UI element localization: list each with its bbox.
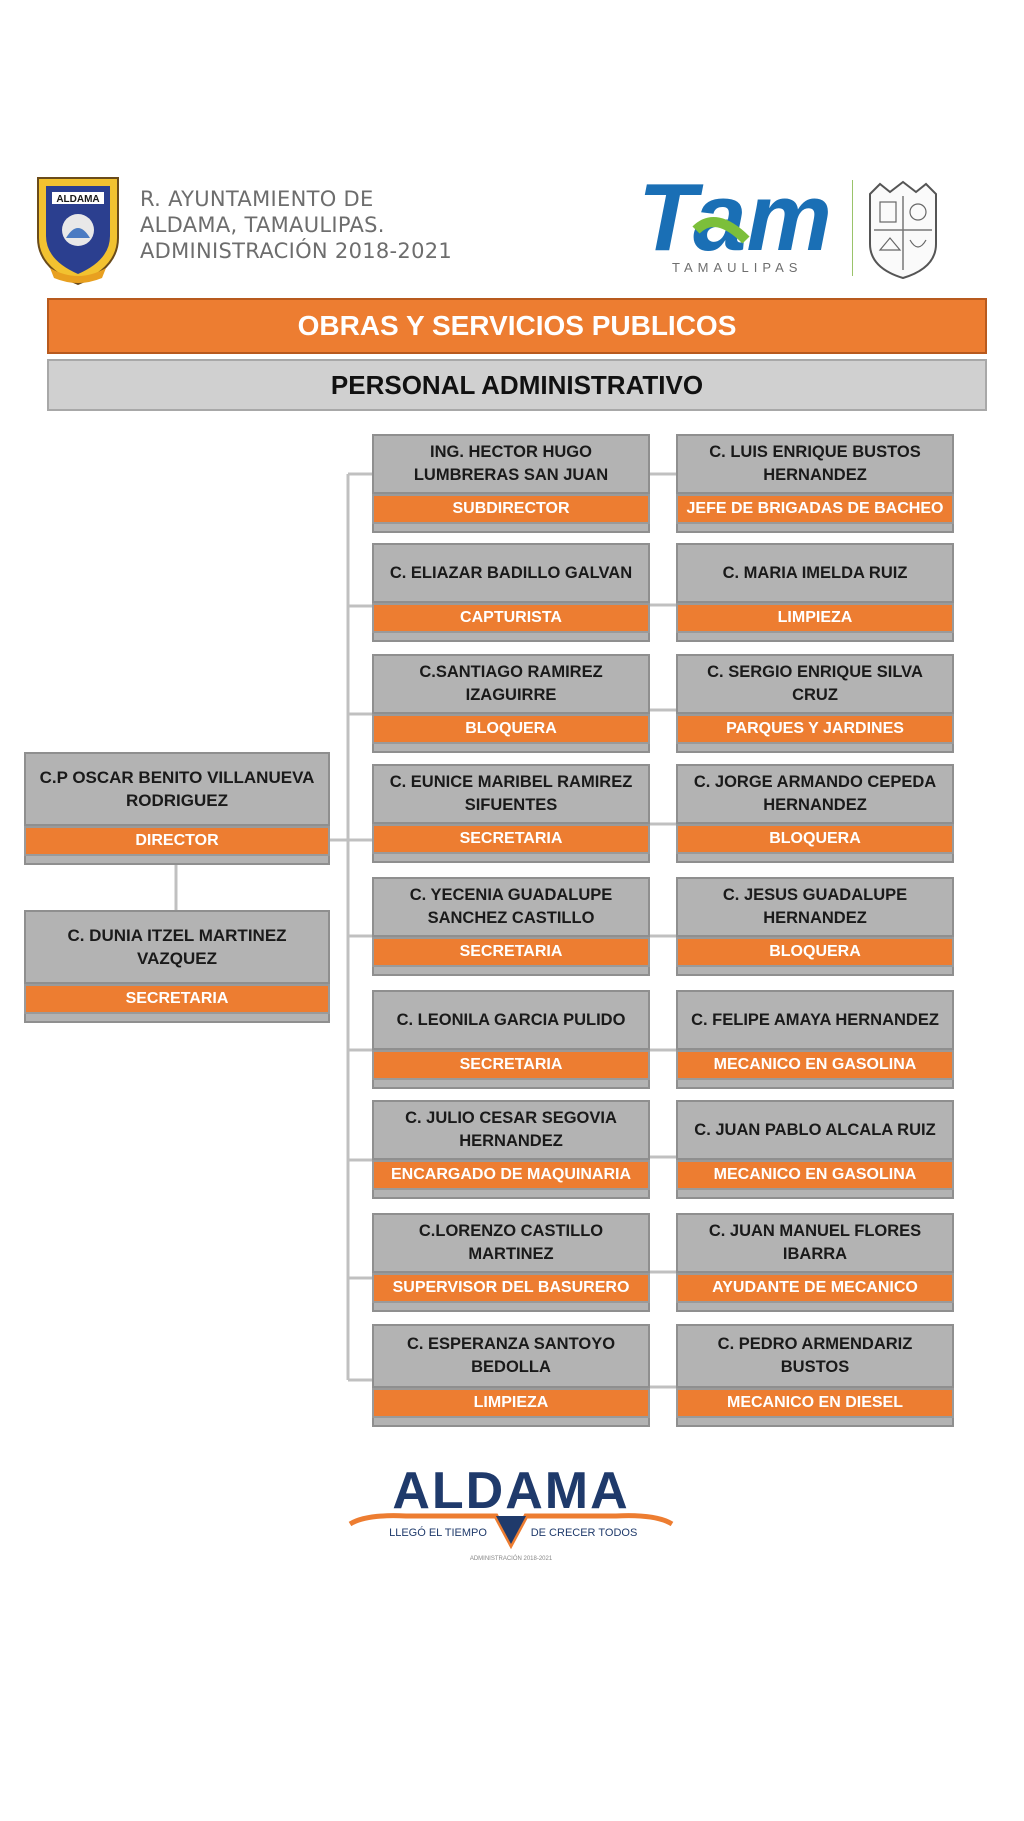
card-role: MECANICO EN DIESEL — [676, 1388, 954, 1418]
card-footer-bar — [676, 633, 954, 642]
card-footer-bar — [676, 1190, 954, 1199]
card-footer-bar — [676, 524, 954, 533]
footer-tagline-left: LLEGÓ EL TIEMPO — [389, 1526, 487, 1539]
org-card-director: C.P OSCAR BENITO VILLANUEVA RODRIGUEZ DI… — [24, 752, 330, 865]
card-role: SECRETARIA — [372, 937, 650, 967]
card-name: ING. HECTOR HUGO LUMBRERAS SAN JUAN — [372, 434, 650, 494]
card-role: MECANICO EN GASOLINA — [676, 1050, 954, 1080]
tamaulipas-coat-of-arms — [860, 180, 946, 280]
card-name: C. MARIA IMELDA RUIZ — [676, 543, 954, 603]
divider-line — [852, 180, 853, 276]
card-name: C. YECENIA GUADALUPE SANCHEZ CASTILLO — [372, 877, 650, 937]
org-card-right-1: C. LUIS ENRIQUE BUSTOS HERNANDEZ JEFE DE… — [676, 434, 954, 533]
card-name: C. JESUS GUADALUPE HERNANDEZ — [676, 877, 954, 937]
org-card-middle-9: C. ESPERANZA SANTOYO BEDOLLA LIMPIEZA — [372, 1324, 650, 1427]
card-footer-bar — [676, 744, 954, 753]
org-card-middle-3: C.SANTIAGO RAMIREZ IZAGUIRRE BLOQUERA — [372, 654, 650, 753]
card-role: LIMPIEZA — [676, 603, 954, 633]
card-footer-bar — [676, 1303, 954, 1312]
org-card-right-5: C. JESUS GUADALUPE HERNANDEZ BLOQUERA — [676, 877, 954, 976]
card-name: C. JUAN PABLO ALCALA RUIZ — [676, 1100, 954, 1160]
card-name: C. DUNIA ITZEL MARTINEZ VAZQUEZ — [24, 910, 330, 984]
card-role: SECRETARIA — [24, 984, 330, 1014]
org-card-right-9: C. PEDRO ARMENDARIZ BUSTOS MECANICO EN D… — [676, 1324, 954, 1427]
footer-tagline-right: DE CRECER TODOS — [531, 1527, 638, 1539]
tam-logo-sub: TAMAULIPAS — [672, 260, 802, 275]
card-footer-bar — [676, 1418, 954, 1427]
page-subtitle: PERSONAL ADMINISTRATIVO — [47, 359, 987, 411]
card-footer-bar — [372, 1303, 650, 1312]
card-role: SECRETARIA — [372, 1050, 650, 1080]
org-line-1: R. AYUNTAMIENTO DE — [140, 187, 374, 211]
org-card-middle-8: C.LORENZO CASTILLO MARTINEZ SUPERVISOR D… — [372, 1213, 650, 1312]
card-footer-bar — [372, 854, 650, 863]
org-line-2: ALDAMA, TAMAULIPAS. — [140, 213, 385, 237]
card-footer-bar — [372, 633, 650, 642]
org-card-director-secretary: C. DUNIA ITZEL MARTINEZ VAZQUEZ SECRETAR… — [24, 910, 330, 1023]
card-name: C. JORGE ARMANDO CEPEDA HERNANDEZ — [676, 764, 954, 824]
card-footer-bar — [676, 1080, 954, 1089]
org-card-right-7: C. JUAN PABLO ALCALA RUIZ MECANICO EN GA… — [676, 1100, 954, 1199]
card-role: SUBDIRECTOR — [372, 494, 650, 524]
card-footer-bar — [24, 1014, 330, 1023]
org-card-middle-7: C. JULIO CESAR SEGOVIA HERNANDEZ ENCARGA… — [372, 1100, 650, 1199]
card-name: C. JUAN MANUEL FLORES IBARRA — [676, 1213, 954, 1273]
card-name: C.SANTIAGO RAMIREZ IZAGUIRRE — [372, 654, 650, 714]
card-name: C.P OSCAR BENITO VILLANUEVA RODRIGUEZ — [24, 752, 330, 826]
card-footer-bar — [676, 854, 954, 863]
card-footer-bar — [24, 856, 330, 865]
org-card-middle-1: ING. HECTOR HUGO LUMBRERAS SAN JUAN SUBD… — [372, 434, 650, 533]
card-name: C. PEDRO ARMENDARIZ BUSTOS — [676, 1324, 954, 1388]
aldama-footer-logo: ALDAMA LLEGÓ EL TIEMPO DE CRECER TODOS A… — [346, 1456, 676, 1566]
card-role: DIRECTOR — [24, 826, 330, 856]
org-card-middle-2: C. ELIAZAR BADILLO GALVAN CAPTURISTA — [372, 543, 650, 642]
card-role: SECRETARIA — [372, 824, 650, 854]
org-card-right-8: C. JUAN MANUEL FLORES IBARRA AYUDANTE DE… — [676, 1213, 954, 1312]
card-name: C. LUIS ENRIQUE BUSTOS HERNANDEZ — [676, 434, 954, 494]
org-card-right-2: C. MARIA IMELDA RUIZ LIMPIEZA — [676, 543, 954, 642]
card-role: JEFE DE BRIGADAS DE BACHEO — [676, 494, 954, 524]
card-name: C. SERGIO ENRIQUE SILVA CRUZ — [676, 654, 954, 714]
org-card-middle-6: C. LEONILA GARCIA PULIDO SECRETARIA — [372, 990, 650, 1089]
card-footer-bar — [372, 744, 650, 753]
card-role: MECANICO EN GASOLINA — [676, 1160, 954, 1190]
card-name: C. EUNICE MARIBEL RAMIREZ SIFUENTES — [372, 764, 650, 824]
card-footer-bar — [372, 1190, 650, 1199]
card-name: C. JULIO CESAR SEGOVIA HERNANDEZ — [372, 1100, 650, 1160]
page-title: OBRAS Y SERVICIOS PUBLICOS — [47, 298, 987, 354]
card-footer-bar — [372, 1418, 650, 1427]
organization-name: R. AYUNTAMIENTO DE ALDAMA, TAMAULIPAS. A… — [140, 186, 452, 264]
card-role: BLOQUERA — [676, 937, 954, 967]
card-name: C. ESPERANZA SANTOYO BEDOLLA — [372, 1324, 650, 1388]
aldama-crest-logo: ALDAMA — [30, 168, 126, 286]
card-footer-bar — [372, 967, 650, 976]
org-card-middle-5: C. YECENIA GUADALUPE SANCHEZ CASTILLO SE… — [372, 877, 650, 976]
org-card-middle-4: C. EUNICE MARIBEL RAMIREZ SIFUENTES SECR… — [372, 764, 650, 863]
card-name: C. FELIPE AMAYA HERNANDEZ — [676, 990, 954, 1050]
card-role: AYUDANTE DE MECANICO — [676, 1273, 954, 1303]
card-role: BLOQUERA — [372, 714, 650, 744]
tam-logo-word: Tam — [638, 170, 832, 271]
crest-label: ALDAMA — [56, 194, 99, 205]
org-card-right-4: C. JORGE ARMANDO CEPEDA HERNANDEZ BLOQUE… — [676, 764, 954, 863]
org-card-right-6: C. FELIPE AMAYA HERNANDEZ MECANICO EN GA… — [676, 990, 954, 1089]
card-name: C. LEONILA GARCIA PULIDO — [372, 990, 650, 1050]
card-role: BLOQUERA — [676, 824, 954, 854]
card-role: PARQUES Y JARDINES — [676, 714, 954, 744]
card-role: SUPERVISOR DEL BASURERO — [372, 1273, 650, 1303]
tam-tamaulipas-logo: Tam TAMAULIPAS — [636, 164, 846, 278]
card-role: CAPTURISTA — [372, 603, 650, 633]
card-name: C. ELIAZAR BADILLO GALVAN — [372, 543, 650, 603]
org-line-3: ADMINISTRACIÓN 2018-2021 — [140, 239, 453, 263]
card-footer-bar — [372, 524, 650, 533]
card-role: LIMPIEZA — [372, 1388, 650, 1418]
card-role: ENCARGADO DE MAQUINARIA — [372, 1160, 650, 1190]
footer-logo-word: ALDAMA — [392, 1462, 629, 1520]
card-footer-bar — [676, 967, 954, 976]
card-footer-bar — [372, 1080, 650, 1089]
footer-small-text: ADMINISTRACIÓN 2018-2021 — [470, 1555, 553, 1562]
org-card-right-3: C. SERGIO ENRIQUE SILVA CRUZ PARQUES Y J… — [676, 654, 954, 753]
card-name: C.LORENZO CASTILLO MARTINEZ — [372, 1213, 650, 1273]
